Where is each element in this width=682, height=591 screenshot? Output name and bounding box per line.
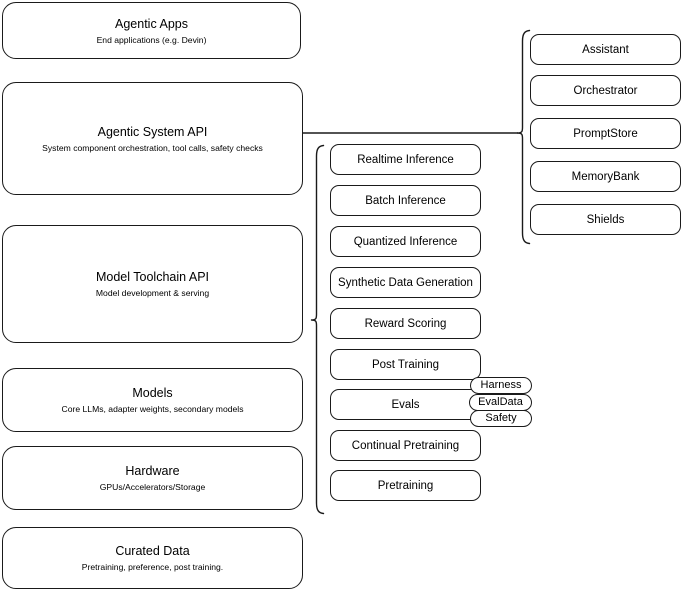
layer-hardware[interactable]: Hardware GPUs/Accelerators/Storage [2, 446, 303, 510]
toolchain-component-realtime-inference[interactable]: Realtime Inference [330, 144, 481, 175]
layer-title: Agentic System API [97, 124, 208, 139]
layer-agentic-system-api[interactable]: Agentic System API System component orch… [2, 82, 303, 195]
layer-subtitle: GPUs/Accelerators/Storage [99, 482, 206, 492]
layer-models[interactable]: Models Core LLMs, adapter weights, secon… [2, 368, 303, 432]
layer-agentic-apps[interactable]: Agentic Apps End applications (e.g. Devi… [2, 2, 301, 59]
toolchain-component-continual-pretraining[interactable]: Continual Pretraining [330, 430, 481, 461]
toolchain-component-synthetic-data-generation[interactable]: Synthetic Data Generation [330, 267, 481, 298]
layer-title: Hardware [125, 464, 180, 478]
evals-subcomponent-harness[interactable]: Harness [470, 377, 532, 394]
evals-subcomponent-evaldata[interactable]: EvalData [469, 394, 532, 411]
layer-title: Models [132, 386, 173, 400]
system-component-promptstore[interactable]: PromptStore [530, 118, 681, 149]
layer-subtitle: End applications (e.g. Devin) [96, 34, 207, 45]
layer-subtitle: Model development & serving [95, 288, 210, 298]
toolchain-component-post-training[interactable]: Post Training [330, 349, 481, 380]
layer-model-toolchain-api[interactable]: Model Toolchain API Model development & … [2, 225, 303, 343]
layer-curated-data[interactable]: Curated Data Pretraining, preference, po… [2, 527, 303, 589]
layer-subtitle: Pretraining, preference, post training. [81, 562, 224, 572]
layer-title: Model Toolchain API [95, 270, 210, 284]
layer-subtitle: System component orchestration, tool cal… [42, 142, 263, 153]
toolchain-component-reward-scoring[interactable]: Reward Scoring [330, 308, 481, 339]
toolchain-component-batch-inference[interactable]: Batch Inference [330, 185, 481, 216]
system-component-shields[interactable]: Shields [530, 204, 681, 235]
layer-title: Agentic Apps [115, 16, 188, 31]
toolchain-component-quantized-inference[interactable]: Quantized Inference [330, 226, 481, 257]
toolchain-component-evals[interactable]: Evals [330, 389, 481, 420]
evals-subcomponent-safety[interactable]: Safety [470, 410, 532, 427]
toolchain-component-pretraining[interactable]: Pretraining [330, 470, 481, 501]
layer-subtitle: Core LLMs, adapter weights, secondary mo… [61, 404, 244, 414]
system-component-orchestrator[interactable]: Orchestrator [530, 75, 681, 106]
layer-title: Curated Data [115, 544, 190, 558]
system-component-assistant[interactable]: Assistant [530, 34, 681, 65]
system-component-memorybank[interactable]: MemoryBank [530, 161, 681, 192]
